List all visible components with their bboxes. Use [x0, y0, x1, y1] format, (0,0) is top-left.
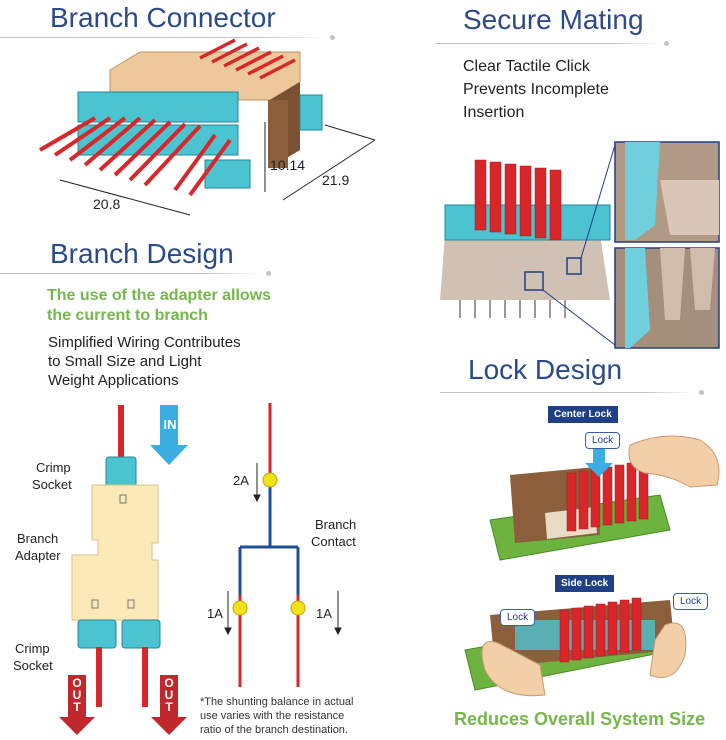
- section-divider: [0, 37, 325, 38]
- in-arrow-label: IN: [163, 417, 177, 432]
- branch-connector-title: Branch Connector: [50, 2, 276, 33]
- current-left-label: 1A: [207, 606, 223, 621]
- branch-contact-label-1: Branch: [315, 517, 357, 532]
- secure-mating-title: Secure Mating: [463, 4, 644, 35]
- branch-adapter-label-2: Adapter: [15, 548, 61, 563]
- center-lock-label: Lock: [585, 432, 621, 449]
- branch-contact-circuit: [224, 403, 342, 687]
- current-in-label: 2A: [233, 473, 249, 488]
- dim-height-label: 10.14: [270, 157, 306, 173]
- branch-desc-line-3: Weight Applications: [48, 372, 179, 389]
- shunting-note-line-3: ratio of the branch destination.: [200, 724, 348, 736]
- divider-dot: [330, 35, 335, 40]
- section-divider: [440, 392, 695, 393]
- secure-mating-illustration: [440, 141, 720, 349]
- branch-highlight-line-2: the current to branch: [47, 307, 208, 324]
- crimp-socket-top-label-1: Crimp: [36, 460, 71, 475]
- branch-contact-label-2: Contact: [311, 534, 356, 549]
- side-lock-left-label: Lock: [500, 609, 536, 626]
- crimp-socket-top-label-2: Socket: [32, 477, 72, 492]
- secure-mating-line-1: Clear Tactile Click: [463, 58, 590, 75]
- lock-design-title: Lock Design: [468, 354, 623, 385]
- current-right-label: 1A: [316, 606, 332, 621]
- side-lock-illustration: [464, 597, 687, 697]
- crimp-socket-bottom-label-2: Socket: [13, 658, 53, 673]
- section-divider: [435, 43, 660, 44]
- divider-dot: [664, 41, 669, 46]
- branch-desc-line-1: Simplified Wiring Contributes: [48, 334, 241, 351]
- secure-mating-line-2: Prevents Incomplete: [463, 81, 609, 98]
- out-arrow-label-right: OUT: [164, 676, 174, 714]
- divider-dot: [699, 390, 704, 395]
- branch-adapter-diagram: [59, 405, 188, 735]
- crimp-socket-bottom-label-1: Crimp: [15, 641, 50, 656]
- divider-dot: [266, 271, 271, 276]
- shunting-note-line-2: use varies with the resistance: [200, 710, 345, 722]
- out-arrow-label-left: OUT: [72, 676, 82, 714]
- branch-desc-line-2: to Small Size and Light: [48, 353, 202, 370]
- side-lock-badge: Side Lock: [555, 575, 615, 592]
- dim-depth-label: 21.9: [322, 172, 350, 188]
- dim-width-label: 20.8: [93, 196, 121, 212]
- branch-connector-illustration: [38, 38, 376, 216]
- shunting-note-line-1: *The shunting balance in actual: [200, 696, 354, 708]
- side-lock-right-label: Lock: [673, 593, 709, 610]
- branch-adapter-label-1: Branch: [17, 531, 59, 546]
- secure-mating-line-3: Insertion: [463, 104, 525, 121]
- lock-design-tagline: Reduces Overall System Size: [454, 709, 706, 729]
- branch-design-title: Branch Design: [50, 238, 234, 269]
- center-lock-illustration: [489, 435, 720, 561]
- center-lock-badge: Center Lock: [548, 406, 618, 423]
- section-divider: [0, 273, 262, 274]
- branch-highlight-line-1: The use of the adapter allows: [47, 287, 272, 304]
